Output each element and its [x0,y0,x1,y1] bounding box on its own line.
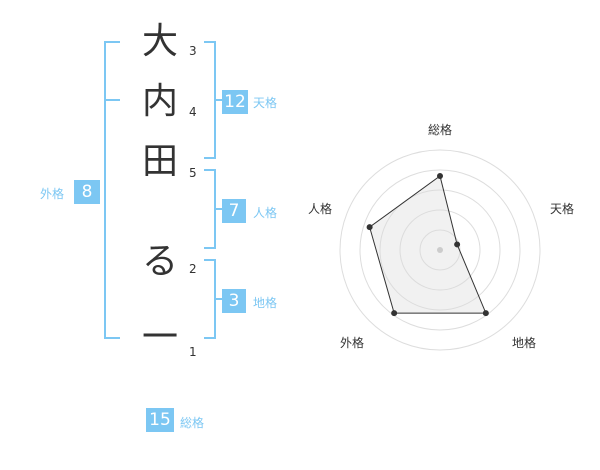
radar-polygon [369,175,487,314]
stroke-count-1: 3 [189,44,197,58]
radar-axis-label-soukaku: 総格 [427,123,452,137]
stroke-count-2: 4 [189,105,197,119]
radar-ring [379,189,501,311]
radar-point [454,241,461,248]
radar-point [366,224,373,231]
radar-point [391,310,398,317]
soukaku-label: 総格 [180,416,205,430]
tenkaku-value: 12 [222,90,248,114]
name-char-4: る [141,241,178,282]
radar-ring [399,209,481,291]
radar-axis-label-gaikaku: 外格 [339,336,364,350]
jinkaku-bracket-tick [214,208,222,210]
radar-axis-label-jinkaku: 人格 [307,202,332,216]
chikaku-label: 地格 [253,296,278,310]
name-char-2: 内 [141,81,178,122]
gaikaku-value: 8 [74,180,100,204]
name-char-3: 田 [141,141,178,182]
gaikaku-bracket-tick [104,99,120,101]
stroke-count-3: 5 [189,166,197,180]
radar-axis-label-chikaku: 地格 [511,336,536,350]
gaikaku-bracket [104,41,120,339]
radar-center-dot [437,247,443,253]
radar-point [437,173,443,179]
chikaku-bracket-tick [214,298,222,300]
stroke-count-5: 1 [189,345,197,359]
gaikaku-label: 外格 [40,187,65,201]
name-char-1: 大 [141,21,178,62]
jinkaku-label: 人格 [253,206,278,220]
name-char-5: 一 [141,317,178,358]
soukaku-value: 15 [146,408,174,432]
radar-axis-label-tenkaku: 天格 [549,202,574,216]
radar-points [366,173,489,317]
radar-point [482,310,489,317]
chikaku-value: 3 [222,289,246,313]
tenkaku-label: 天格 [253,96,278,110]
radar-ring [419,229,461,271]
radar-ring [359,169,521,331]
stroke-count-4: 2 [189,262,197,276]
jinkaku-value: 7 [222,199,246,223]
tenkaku-bracket-tick [214,99,222,101]
